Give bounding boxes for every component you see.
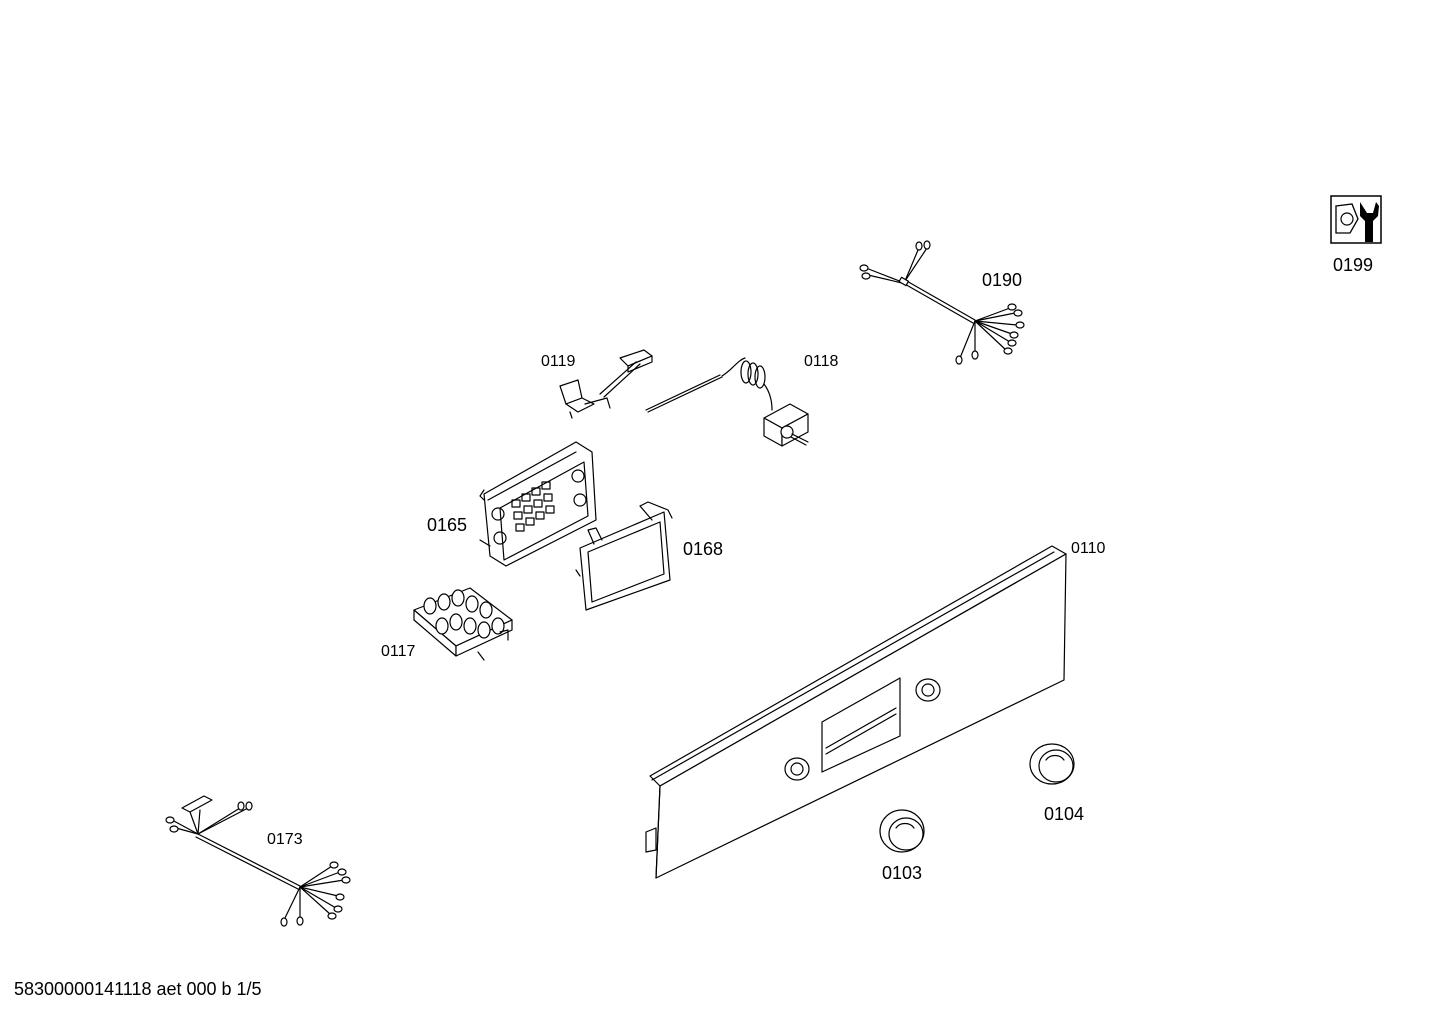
part-label-0199: 0199 bbox=[1333, 255, 1373, 275]
display-frame-0168 bbox=[575, 501, 673, 611]
part-label-0173: 0173 bbox=[267, 831, 303, 848]
part-label-0190: 0190 bbox=[982, 270, 1022, 290]
part-label-0118: 0118 bbox=[804, 353, 839, 370]
thermostat-0118 bbox=[645, 357, 809, 447]
part-label-0110: 0110 bbox=[1071, 540, 1106, 557]
part-label-0165: 0165 bbox=[427, 515, 467, 535]
switch-bracket-0119 bbox=[559, 349, 653, 419]
control-panel-0110 bbox=[645, 545, 1067, 879]
control-knob-0104 bbox=[1029, 743, 1075, 785]
document-footer-code: 58300000141118 aet 000 b 1/5 bbox=[14, 979, 262, 999]
part-label-0104: 0104 bbox=[1044, 804, 1084, 824]
part-label-0117: 0117 bbox=[381, 643, 416, 660]
control-knob-0103 bbox=[879, 809, 925, 853]
terminal-block-0117 bbox=[413, 587, 513, 661]
wiring-harness-0190 bbox=[859, 240, 1025, 365]
wrench-nut-icon bbox=[1330, 195, 1382, 244]
part-label-0103: 0103 bbox=[882, 863, 922, 883]
part-label-0119: 0119 bbox=[541, 353, 576, 370]
module-frame-0165 bbox=[479, 441, 597, 567]
part-label-0168: 0168 bbox=[683, 539, 723, 559]
wiring-harness-0173 bbox=[165, 795, 351, 927]
